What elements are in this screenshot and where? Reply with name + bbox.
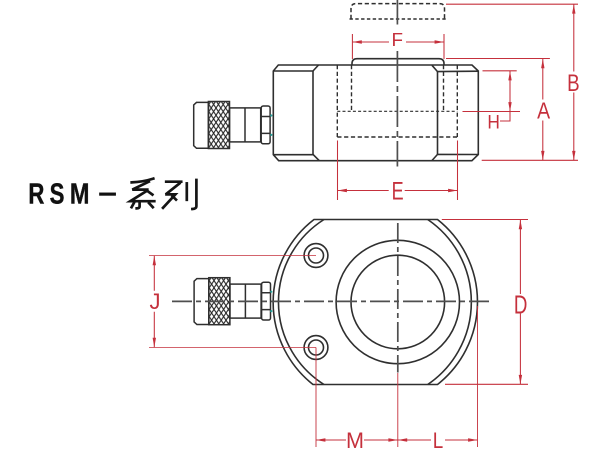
svg-text:E: E <box>392 179 404 206</box>
svg-text:M: M <box>346 428 364 450</box>
svg-text:S: S <box>50 179 65 211</box>
svg-text:L: L <box>433 428 444 450</box>
svg-text:M: M <box>70 179 90 211</box>
svg-text:J: J <box>150 289 161 314</box>
svg-text:R: R <box>28 179 44 211</box>
svg-text:A: A <box>537 97 551 123</box>
svg-text:D: D <box>514 289 528 319</box>
svg-text:B: B <box>567 70 580 97</box>
svg-text:F: F <box>392 30 404 50</box>
svg-text:H: H <box>487 112 500 133</box>
